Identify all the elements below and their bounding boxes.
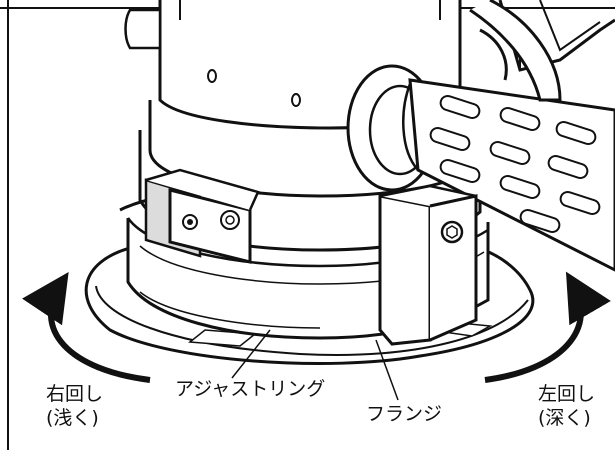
left-turn-text: 左回し xyxy=(538,383,596,405)
adjust-ring-leader xyxy=(231,329,271,379)
flange-block xyxy=(378,184,478,346)
left-turn-label: 左回し (深く) xyxy=(538,382,595,430)
left-turn-arrow xyxy=(484,271,611,383)
right-turn-label: 右回し (浅く) xyxy=(46,382,103,430)
right-turn-note: (浅く) xyxy=(46,407,99,429)
left-clamp xyxy=(144,168,260,264)
flange-leader xyxy=(375,339,399,401)
handle xyxy=(346,0,615,272)
right-turn-arrow xyxy=(22,272,151,383)
adjust-ring-label: アジャストリング xyxy=(175,378,326,400)
left-turn-note: (深く) xyxy=(538,407,591,429)
right-turn-text: 右回し xyxy=(46,383,104,405)
flange-label: フランジ xyxy=(366,403,443,425)
grip-slots xyxy=(429,94,601,234)
